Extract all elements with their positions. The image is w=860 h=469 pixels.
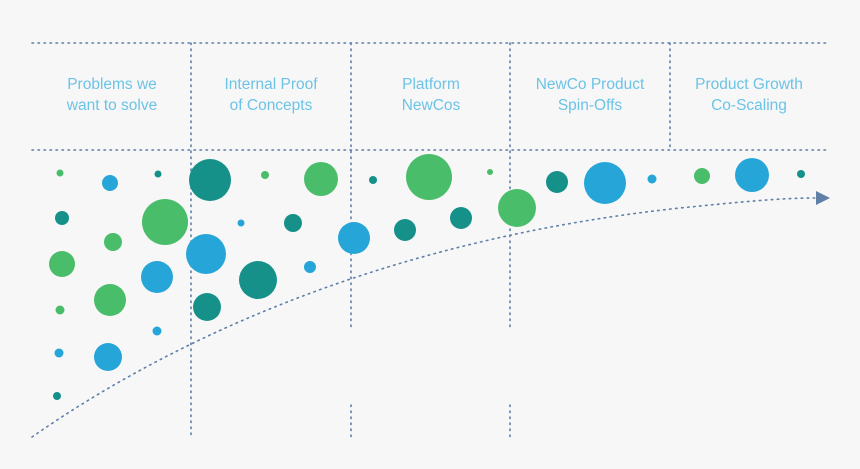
green-bubble: [94, 284, 126, 316]
blue-bubble: [647, 174, 657, 184]
guide-lines: [31, 42, 831, 438]
teal-bubble: [53, 392, 61, 400]
green-bubble: [104, 233, 122, 251]
teal-bubble: [797, 170, 805, 178]
green-bubble: [498, 189, 536, 227]
teal-bubble: [394, 219, 416, 241]
bubble-field: [49, 154, 805, 400]
teal-bubble: [369, 176, 377, 184]
green-bubble: [406, 154, 452, 200]
growth-trend-line: [31, 197, 816, 438]
teal-bubble: [154, 170, 162, 178]
blue-bubble: [54, 348, 64, 358]
green-bubble: [142, 199, 188, 245]
stage-label-line-2: want to solve: [66, 97, 158, 114]
teal-bubble: [55, 211, 69, 225]
stage-label-problems: Problems we want to solve: [32, 74, 192, 116]
stage-label-line-1: Internal Proof: [224, 76, 318, 93]
blue-bubble: [141, 261, 173, 293]
stage-label-line-2: of Concepts: [229, 97, 313, 114]
teal-bubble: [189, 159, 231, 201]
green-bubble: [55, 305, 65, 315]
blue-bubble: [102, 175, 118, 191]
blue-bubble: [94, 343, 122, 371]
stage-label-line-1: Product Growth: [695, 76, 803, 93]
stage-label-line-2: Co-Scaling: [711, 97, 787, 114]
green-bubble: [304, 162, 338, 196]
blue-bubble: [152, 326, 162, 336]
green-bubble: [694, 168, 710, 184]
blue-bubble: [338, 222, 370, 254]
green-bubble: [487, 169, 493, 175]
blue-bubble: [735, 158, 769, 192]
stage-label-co-scaling: Product Growth Co-Scaling: [669, 74, 829, 116]
stage-label-line-1: Problems we: [67, 76, 157, 93]
stage-label-line-2: NewCos: [401, 97, 461, 114]
blue-bubble: [237, 219, 245, 227]
blue-bubble: [584, 162, 626, 204]
teal-bubble: [193, 293, 221, 321]
stage-label-internal-proof: Internal Proof of Concepts: [191, 74, 351, 116]
stage-label-line-1: NewCo Product: [535, 76, 645, 93]
stage-label-line-2: Spin-Offs: [557, 97, 623, 114]
teal-bubble: [239, 261, 277, 299]
green-bubble: [56, 169, 64, 177]
blue-bubble: [304, 261, 316, 273]
stage-label-spin-offs: NewCo Product Spin-Offs: [510, 74, 670, 116]
stage-label-line-1: Platform: [402, 76, 460, 93]
stage-label-platform: Platform NewCos: [351, 74, 511, 116]
green-bubble: [49, 251, 75, 277]
teal-bubble: [284, 214, 302, 232]
teal-bubble: [546, 171, 568, 193]
teal-bubble: [450, 207, 472, 229]
blue-bubble: [186, 234, 226, 274]
green-bubble: [261, 171, 269, 179]
arrow-head-icon: [816, 191, 830, 205]
